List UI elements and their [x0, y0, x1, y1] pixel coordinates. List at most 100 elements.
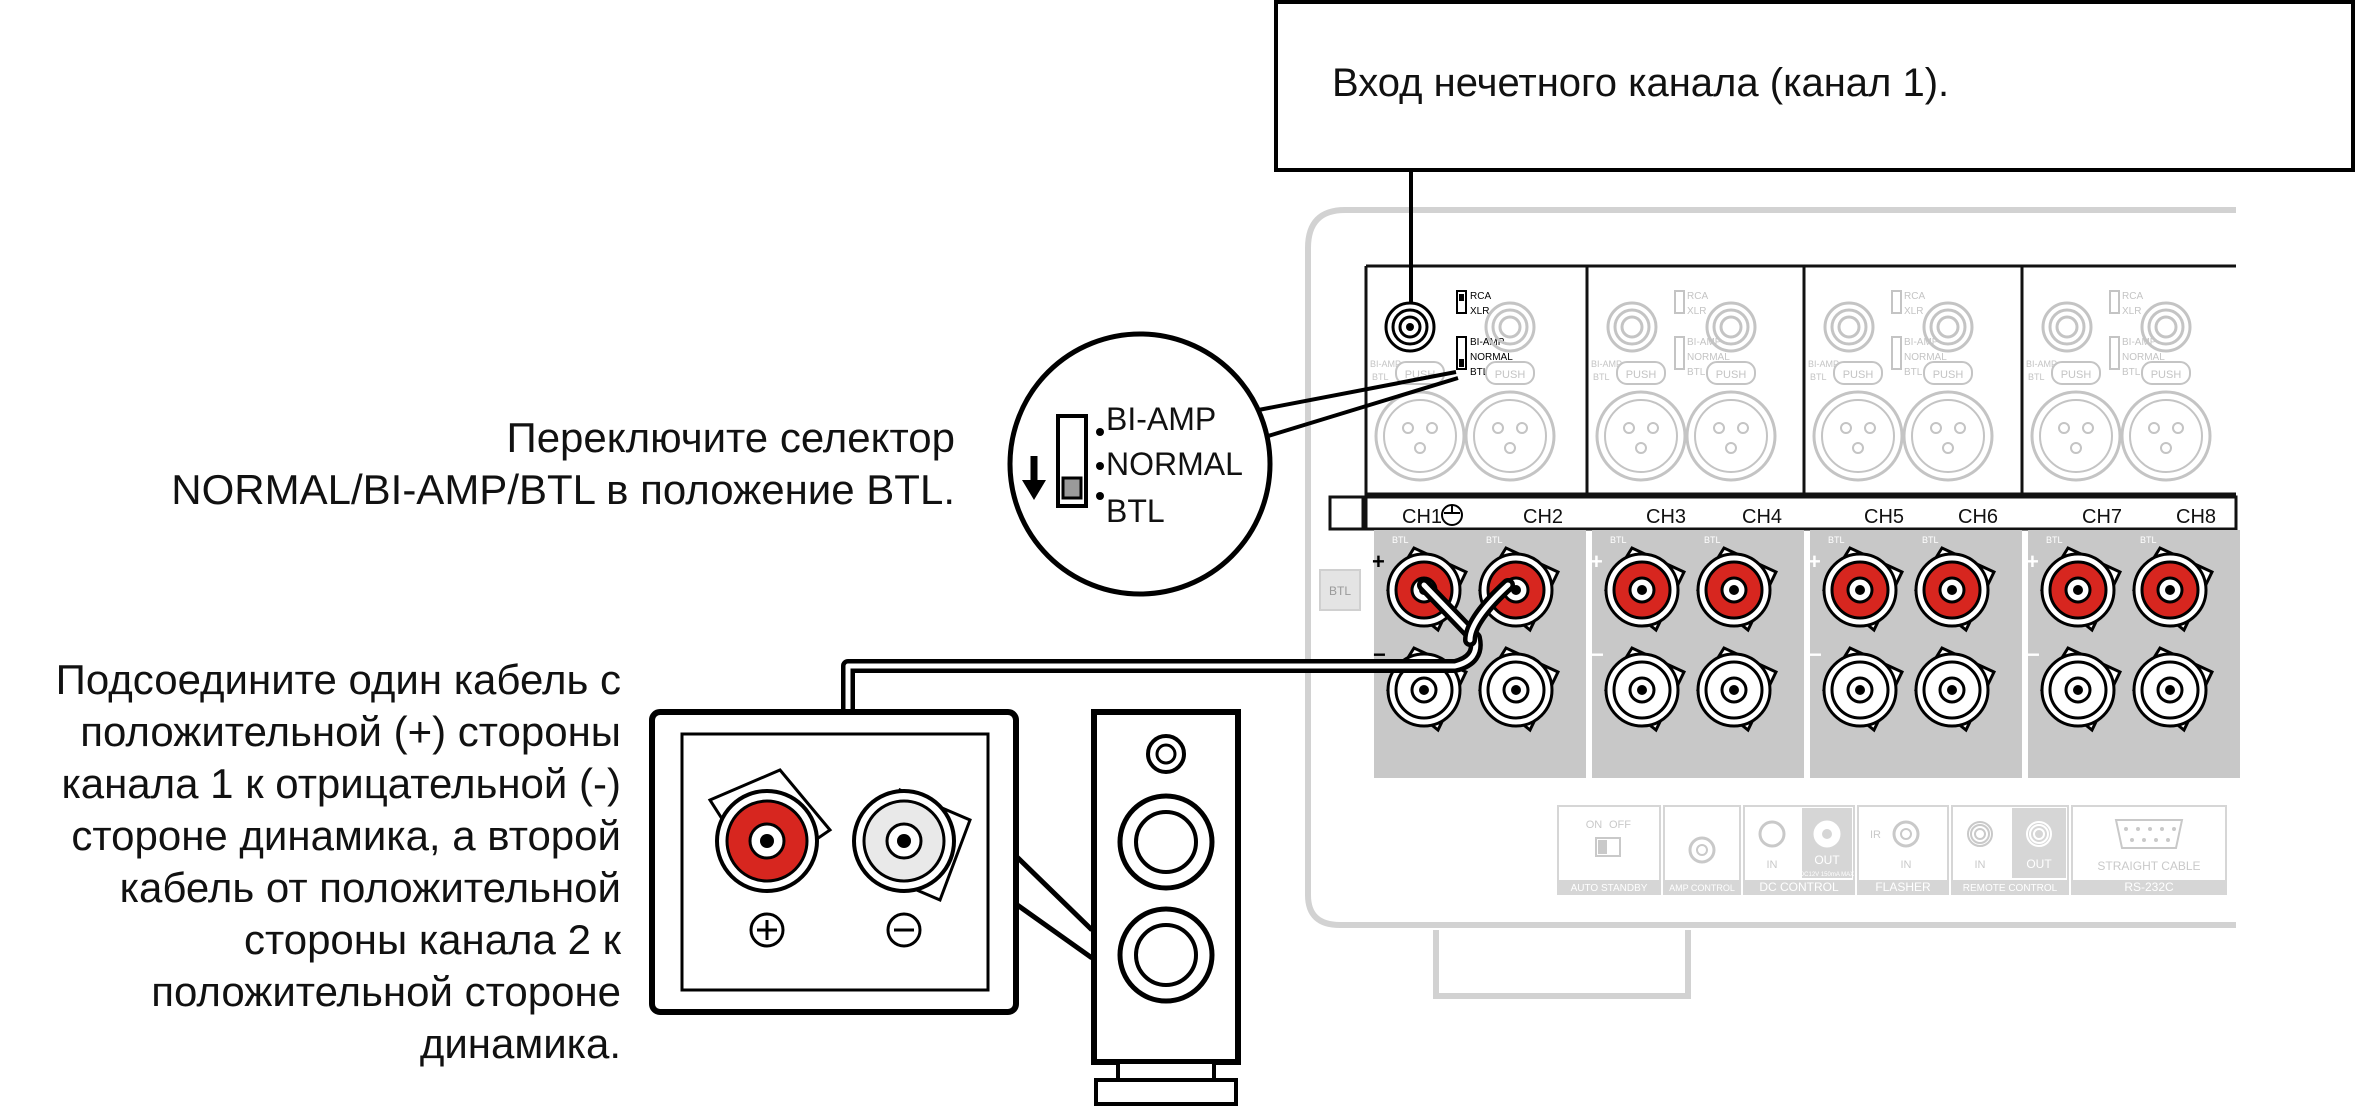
btl-plus-mark: BTL — [2140, 535, 2157, 545]
instruction-cable-line: положительной стороне — [151, 968, 621, 1015]
instruction-cable-line: стороне динамика, а второй — [71, 812, 621, 859]
switch-option-bi-amp: BI-AMP — [1106, 401, 1216, 437]
channel-label: CH7 — [2082, 506, 2122, 528]
rca-label: RCA — [1470, 291, 1491, 302]
chassis-outline — [1305, 207, 2236, 928]
svg-text:−: − — [1809, 642, 1822, 667]
channel-label: CH8 — [2176, 506, 2216, 528]
normal-small-label: NORMAL — [1687, 352, 1730, 363]
panel-label: OFF — [1609, 819, 1631, 831]
instruction-cable-line: кабель от положительной — [119, 864, 621, 911]
channel-strip: CH1 CH2 CH3 CH4 CH5 CH6 CH7 CH8 — [1328, 495, 2238, 531]
bi-amp-small-label: BI-AMP — [1904, 337, 1939, 348]
svg-text:+: + — [2026, 549, 2039, 574]
speaker-terminal-icon — [852, 788, 972, 902]
amplifier-rear-panel: RCA XLR BI-AMP NORMAL BTL BI-AMP BTL PUSH P… — [1305, 207, 2240, 999]
normal-small-label: NORMAL — [2122, 352, 2165, 363]
side-btl-mark: BTL — [1329, 584, 1351, 598]
instruction-cable-line: Подсоедините один кабель с — [55, 656, 621, 703]
xlr-label: XLR — [1687, 306, 1706, 317]
push-label: PUSH — [1933, 369, 1964, 381]
btl-small-label: BTL — [1470, 367, 1489, 378]
btl-plus-mark: BTL — [1704, 535, 1721, 545]
panel-label: DC12V 150mA MAX — [1800, 872, 1854, 878]
panel-label: IN — [1975, 859, 1986, 871]
channel-label: CH3 — [1646, 506, 1686, 528]
instruction-cable-line: канала 1 к отрицательной (-) — [61, 760, 621, 807]
rca-label: RCA — [2122, 291, 2143, 302]
callout-text: Вход нечетного канала (канал 1). — [1332, 61, 1949, 105]
instruction-cable-line: положительной (+) стороны — [80, 708, 621, 755]
panel-label: ON — [1586, 819, 1603, 831]
instruction-btl: Переключите селектор NORMAL/BI-AMP/BTL в… — [55, 412, 955, 516]
side-btl-label: BTL — [1810, 372, 1827, 382]
side-bi-amp-label: BI-AMP — [2026, 359, 2057, 369]
btl-plus-mark: BTL — [1922, 535, 1939, 545]
bi-amp-small-label: BI-AMP — [1687, 337, 1722, 348]
channel-label: CH2 — [1523, 506, 1563, 528]
side-bi-amp-label: BI-AMP — [1370, 359, 1401, 369]
btl-small-label: BTL — [1687, 367, 1706, 378]
push-label: PUSH — [1495, 369, 1526, 381]
side-btl-label: BTL — [2028, 372, 2045, 382]
btl-minus-mark: BTL — [1828, 535, 1845, 545]
panel-label: FLASHER — [1875, 880, 1931, 894]
side-bi-amp-label: BI-AMP — [1808, 359, 1839, 369]
input-boards — [1364, 264, 2236, 496]
panel-label: IN — [1767, 859, 1778, 871]
instruction-cable-line: динамика. — [419, 1020, 621, 1067]
panel-label: STRAIGHT CABLE — [2097, 859, 2200, 873]
speaker-cabinet-icon — [1091, 709, 1241, 1106]
push-label: PUSH — [2061, 369, 2092, 381]
selector-zoom: BI-AMP NORMAL BTL — [1007, 331, 1459, 597]
speaker-terminal-zoom — [649, 709, 1094, 1015]
btl-small-label: BTL — [2122, 367, 2141, 378]
input-board-1: RCA XLR BI-AMP NORMAL BTL — [1384, 290, 1513, 378]
svg-text:−: − — [2027, 642, 2040, 667]
panel-label: REMOTE CONTROL — [1963, 883, 2058, 894]
normal-small-label: NORMAL — [1904, 352, 1947, 363]
bi-amp-small-label: BI-AMP — [2122, 337, 2157, 348]
push-label: PUSH — [1843, 369, 1874, 381]
panel-label: RS-232C — [2124, 880, 2174, 894]
bi-amp-small-label: BI-AMP — [1470, 337, 1505, 348]
panel-label: OUT — [2026, 857, 2052, 871]
xlr-label: XLR — [1470, 306, 1489, 317]
panel-label: AUTO STANDBY — [1571, 883, 1648, 894]
xlr-label: XLR — [1904, 306, 1923, 317]
panel-label: DC CONTROL — [1759, 880, 1839, 894]
rca-label: RCA — [1687, 291, 1708, 302]
btl-minus-mark: BTL — [1610, 535, 1627, 545]
normal-small-label: NORMAL — [1470, 352, 1513, 363]
instruction-cable-line: стороны канала 2 к — [243, 916, 621, 963]
speaker-terminal-icon — [707, 768, 833, 893]
channel-label: CH1 — [1402, 506, 1442, 528]
switch-down-arrow-icon — [1022, 456, 1046, 500]
rca-label: RCA — [1904, 291, 1925, 302]
switch-option-normal: NORMAL — [1106, 446, 1243, 482]
btl-plus-mark: BTL — [1486, 535, 1503, 545]
push-label: PUSH — [1716, 369, 1747, 381]
svg-text:+: + — [1372, 549, 1385, 574]
btl-minus-mark: BTL — [1392, 535, 1409, 545]
channel-label: CH5 — [1864, 506, 1904, 528]
channel-label: CH6 — [1958, 506, 1998, 528]
chassis-foot — [1433, 930, 1691, 999]
panel-label: OUT — [1814, 853, 1840, 867]
panel-label: IR — [1870, 829, 1881, 841]
svg-text:−: − — [1591, 642, 1604, 667]
svg-text:+: + — [1590, 549, 1603, 574]
instruction-btl-line: NORMAL/BI-AMP/BTL в положение BTL. — [171, 466, 955, 513]
btl-small-label: BTL — [1904, 367, 1923, 378]
channel-label: CH4 — [1742, 506, 1782, 528]
side-bi-amp-label: BI-AMP — [1591, 359, 1622, 369]
push-label: PUSH — [2151, 369, 2182, 381]
side-btl-label: BTL — [1372, 372, 1389, 382]
side-btl-label: BTL — [1593, 372, 1610, 382]
svg-text:+: + — [1808, 549, 1821, 574]
xlr-label: XLR — [2122, 306, 2141, 317]
push-label: PUSH — [1626, 369, 1657, 381]
